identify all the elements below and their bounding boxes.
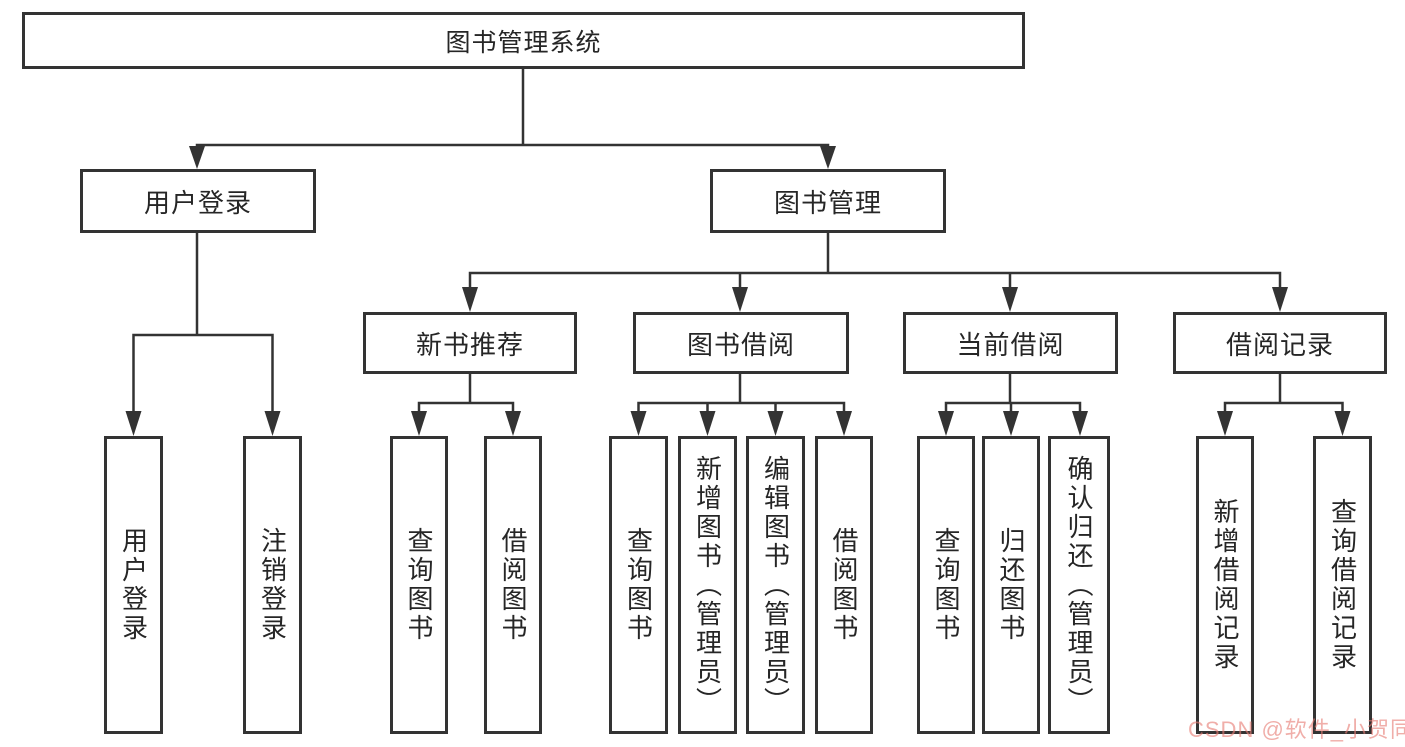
node-group-borrow-records: 借阅记录 bbox=[1173, 312, 1387, 374]
node-leaf-query-books-current: 查询图书 bbox=[917, 436, 975, 734]
node-group-new-book-recommend: 新书推荐 bbox=[363, 312, 577, 374]
node-leaf-logout: 注销登录 bbox=[243, 436, 302, 734]
node-group-book-borrow: 图书借阅 bbox=[633, 312, 849, 374]
csdn-watermark: CSDN @软件_小贺同学 bbox=[1188, 717, 1405, 742]
node-branch-book-management: 图书管理 bbox=[710, 169, 946, 233]
node-leaf-borrow-books: 借阅图书 bbox=[815, 436, 873, 734]
node-leaf-query-books-borrow: 查询图书 bbox=[609, 436, 668, 734]
node-leaf-return-books: 归还图书 bbox=[982, 436, 1040, 734]
node-group-current-borrow: 当前借阅 bbox=[903, 312, 1118, 374]
node-leaf-add-books-admin: 新增图书（管理员） bbox=[678, 436, 737, 734]
node-system-root: 图书管理系统 bbox=[22, 12, 1025, 69]
node-leaf-add-borrow-record: 新增借阅记录 bbox=[1196, 436, 1254, 734]
arrowheads bbox=[125, 146, 1351, 436]
node-leaf-borrow-books-recommend: 借阅图书 bbox=[484, 436, 542, 734]
node-leaf-user-login: 用户登录 bbox=[104, 436, 163, 734]
node-leaf-confirm-return-admin: 确认归还（管理员） bbox=[1048, 436, 1110, 734]
node-branch-user-login: 用户登录 bbox=[80, 169, 316, 233]
node-leaf-query-books-recommend: 查询图书 bbox=[390, 436, 448, 734]
node-leaf-query-borrow-record: 查询借阅记录 bbox=[1313, 436, 1372, 734]
node-leaf-edit-books-admin: 编辑图书（管理员） bbox=[746, 436, 805, 734]
